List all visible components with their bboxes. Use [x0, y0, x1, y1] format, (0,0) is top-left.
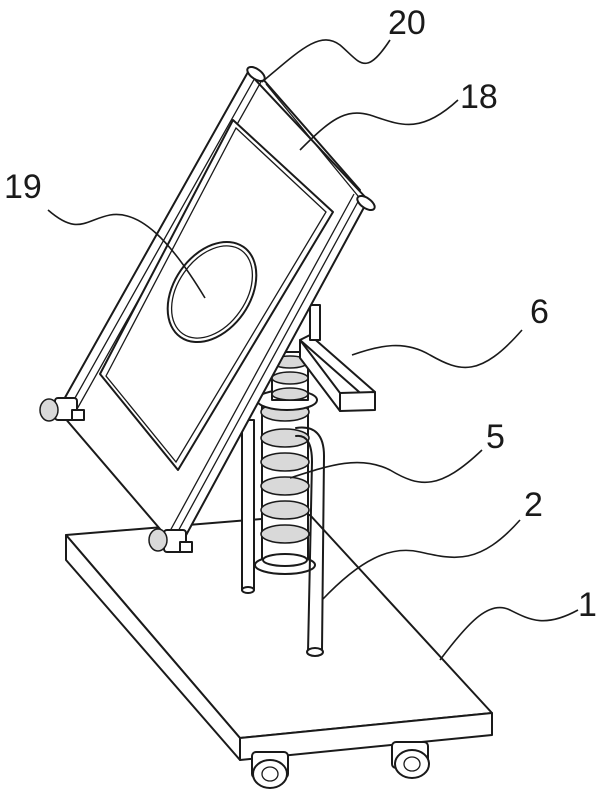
base-plate	[65, 514, 493, 761]
clamp-knob-lower	[148, 528, 193, 553]
leader-lines	[47, 39, 579, 661]
spring-column	[254, 351, 318, 575]
support-post	[241, 419, 255, 594]
bent-pipe	[295, 426, 325, 657]
circular-window	[166, 240, 258, 344]
clamp-knob-upper	[39, 397, 85, 422]
label-2: 2	[524, 486, 543, 524]
support-arm	[299, 304, 376, 412]
wheel-left	[251, 751, 289, 789]
label-6: 6	[530, 293, 549, 331]
label-18: 18	[460, 78, 498, 116]
label-1: 1	[578, 586, 597, 624]
label-5: 5	[486, 418, 505, 456]
label-20: 20	[388, 4, 426, 42]
wheel-right	[391, 741, 430, 779]
label-19: 19	[4, 168, 42, 206]
